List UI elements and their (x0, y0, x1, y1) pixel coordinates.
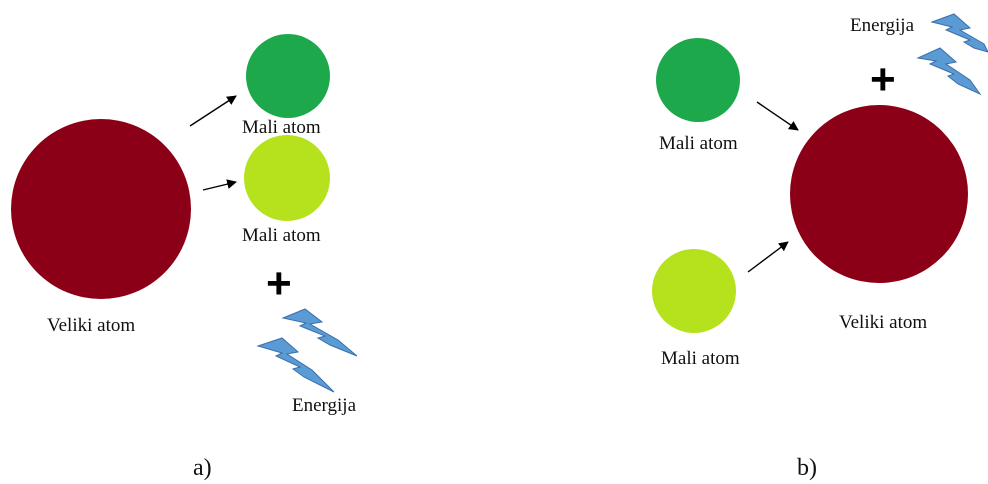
panel-a-lightning-icon (256, 308, 358, 393)
panel-a-arrow-1 (189, 95, 237, 127)
panel-b-energy-label: Energija (850, 15, 915, 36)
panel-a-small-atom-2-label: Mali atom (242, 225, 321, 246)
panel-b-arrow-2 (747, 241, 789, 273)
panel-a-energy-label: Energija (292, 395, 357, 416)
panel-b-large-atom-label: Veliki atom (839, 312, 928, 333)
panel-a-plus-sign: + (266, 259, 292, 308)
panel-b-small-atom-2-label: Mali atom (661, 348, 740, 369)
panel-a-small-atom-lime (244, 135, 330, 221)
panel-a-large-atom-label: Veliki atom (47, 315, 136, 336)
panel-a-small-atom-1-label: Mali atom (242, 117, 321, 138)
panel-a-small-atom-green (246, 34, 330, 118)
panel-b-large-atom (790, 105, 968, 283)
panel-b-small-atom-1-label: Mali atom (659, 133, 738, 154)
panel-b-arrow-1 (756, 101, 799, 131)
panel-b-lightning-icon (916, 13, 988, 96)
panel-b-small-atom-lime (652, 249, 736, 333)
panel-a-arrow-2 (202, 179, 237, 191)
panel-a-caption: a) (193, 455, 212, 481)
panel-a-large-atom (11, 119, 191, 299)
panel-b-plus-sign: + (870, 55, 896, 104)
panel-b-caption: b) (797, 455, 817, 481)
panel-b-small-atom-green (656, 38, 740, 122)
